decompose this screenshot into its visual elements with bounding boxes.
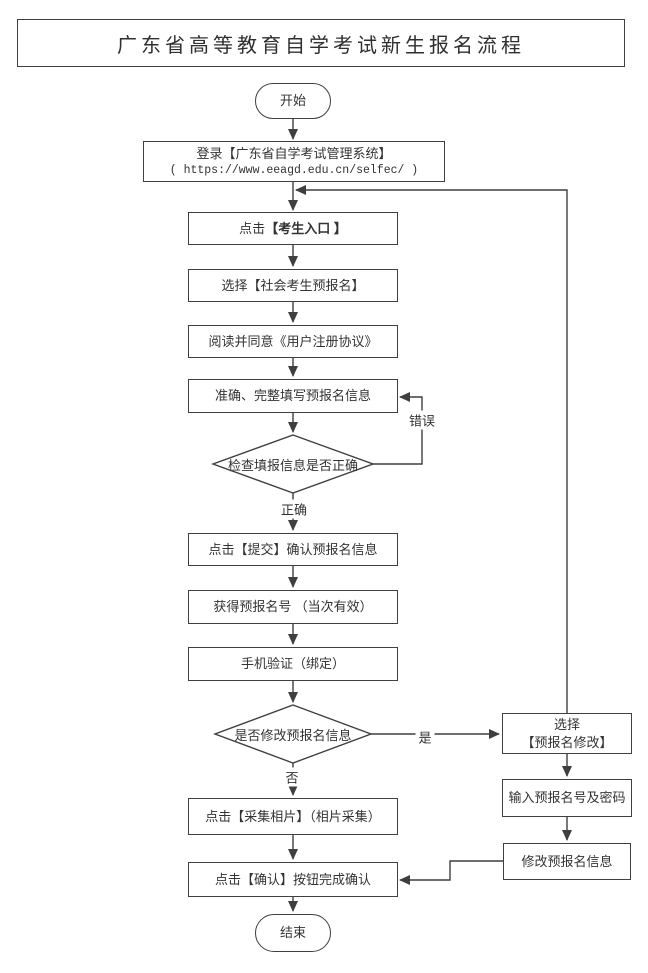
agree-protocol-label: 阅读并同意《用户注册协议》 bbox=[208, 333, 378, 349]
select-preregister-label: 选择【社会考生预报名】 bbox=[221, 277, 365, 293]
phone-verify-step: 手机验证（绑定） bbox=[188, 647, 398, 681]
edge-label-correct: 正确 bbox=[277, 499, 311, 519]
submit-confirm-step: 点击【提交】确认预报名信息 bbox=[188, 533, 398, 566]
get-number-step: 获得预报名号 （当次有效） bbox=[188, 590, 398, 624]
click-entrance-step: 点击【考生入口 】 bbox=[188, 212, 398, 245]
page-title: 广东省高等教育自学考试新生报名流程 bbox=[117, 34, 525, 57]
edge-label-error: 错误 bbox=[405, 410, 439, 430]
login-step-url: ( https://www.eeagd.edu.cn/selfec/ ) bbox=[169, 163, 419, 177]
click-entrance-prefix: 点击 bbox=[239, 220, 266, 236]
login-step-title: 登录【广东省自学考试管理系统】 bbox=[196, 145, 392, 161]
arrow-modify-to-confirm bbox=[399, 860, 503, 885]
click-confirm-label: 点击【确认】按钮完成确认 bbox=[214, 871, 371, 887]
fill-info-label: 准确、完整填写预报名信息 bbox=[214, 388, 371, 404]
collect-photo-step: 点击【采集相片】（相片采集） bbox=[188, 798, 398, 835]
end-label: 结束 bbox=[279, 925, 306, 941]
select-modify-line2: 【预报名修改】 bbox=[521, 734, 613, 750]
start-node: 开始 bbox=[255, 83, 331, 119]
check-info-decision: 检查填报信息是否正确 bbox=[213, 450, 373, 478]
modify-decision: 是否修改预报名信息 bbox=[213, 720, 373, 748]
check-info-label: 检查填报信息是否正确 bbox=[227, 457, 358, 473]
end-node: 结束 bbox=[255, 914, 331, 952]
input-number-label: 输入预报名号及密码 bbox=[508, 790, 626, 806]
modify-info-step: 修改预报名信息 bbox=[503, 843, 631, 880]
modify-decision-label: 是否修改预报名信息 bbox=[234, 727, 352, 743]
collect-photo-label: 点击【采集相片】（相片采集） bbox=[205, 808, 381, 824]
edge-label-no: 否 bbox=[282, 767, 302, 787]
input-number-step: 输入预报名号及密码 bbox=[502, 779, 632, 817]
select-modify-step: 选择 【预报名修改】 bbox=[502, 713, 632, 754]
agree-protocol-step: 阅读并同意《用户注册协议》 bbox=[188, 325, 398, 358]
submit-confirm-label: 点击【提交】确认预报名信息 bbox=[208, 541, 378, 557]
get-number-label: 获得预报名号 （当次有效） bbox=[213, 599, 373, 615]
phone-verify-label: 手机验证（绑定） bbox=[240, 656, 345, 672]
click-entrance-target: 【考生入口 】 bbox=[265, 220, 347, 236]
edge-label-yes: 是 bbox=[415, 727, 435, 747]
select-preregister-step: 选择【社会考生预报名】 bbox=[188, 269, 398, 302]
modify-info-label: 修改预报名信息 bbox=[521, 853, 613, 869]
select-modify-line1: 选择 bbox=[553, 716, 580, 732]
click-confirm-step: 点击【确认】按钮完成确认 bbox=[188, 862, 398, 897]
title-box: 广东省高等教育自学考试新生报名流程 bbox=[17, 19, 625, 67]
login-step: 登录【广东省自学考试管理系统】 ( https://www.eeagd.edu.… bbox=[143, 141, 445, 182]
fill-info-step: 准确、完整填写预报名信息 bbox=[188, 379, 398, 413]
start-label: 开始 bbox=[279, 93, 306, 109]
